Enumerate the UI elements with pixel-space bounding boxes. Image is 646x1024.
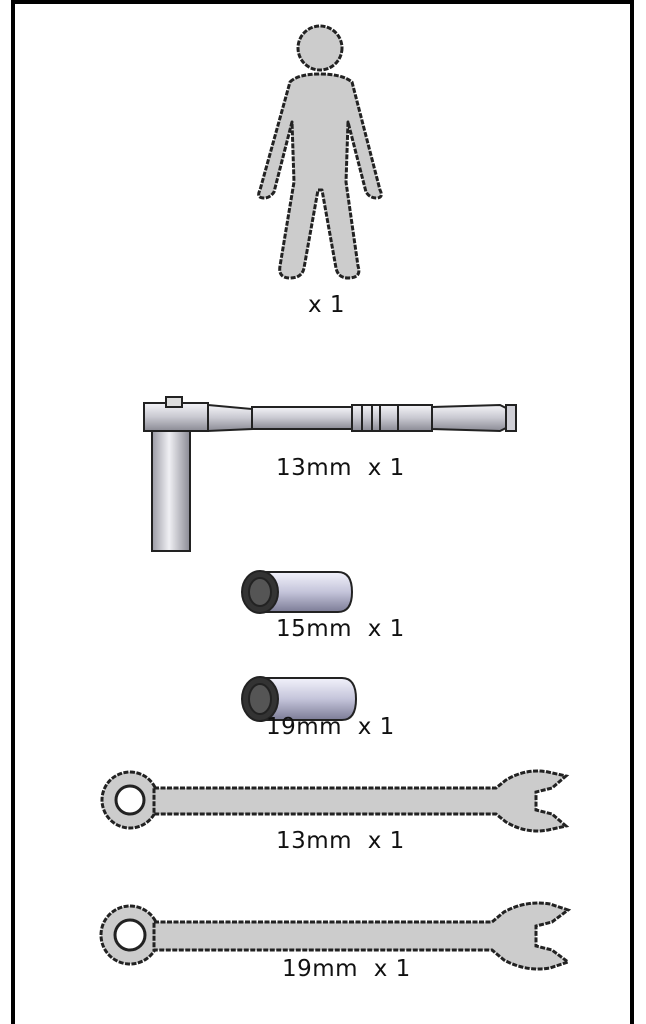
ratchet-wrench-label: 13mm x 1 [276,455,405,481]
ratchet-wrench-icon [143,396,517,552]
socket-icon [241,570,354,614]
socket-15mm-label: 15mm x 1 [276,616,405,642]
combination-wrench-13mm-label: 13mm x 1 [276,828,405,854]
combination-wrench-icon [99,901,572,971]
combination-wrench-19mm-label: 19mm x 1 [282,956,411,982]
socket-icon [241,676,358,722]
combination-wrench-icon [100,769,570,833]
tool-list-frame [11,0,634,1024]
person-icon [257,24,383,280]
socket-19mm-label: 19mm x 1 [266,714,395,740]
person-quantity-label: x 1 [308,292,346,318]
